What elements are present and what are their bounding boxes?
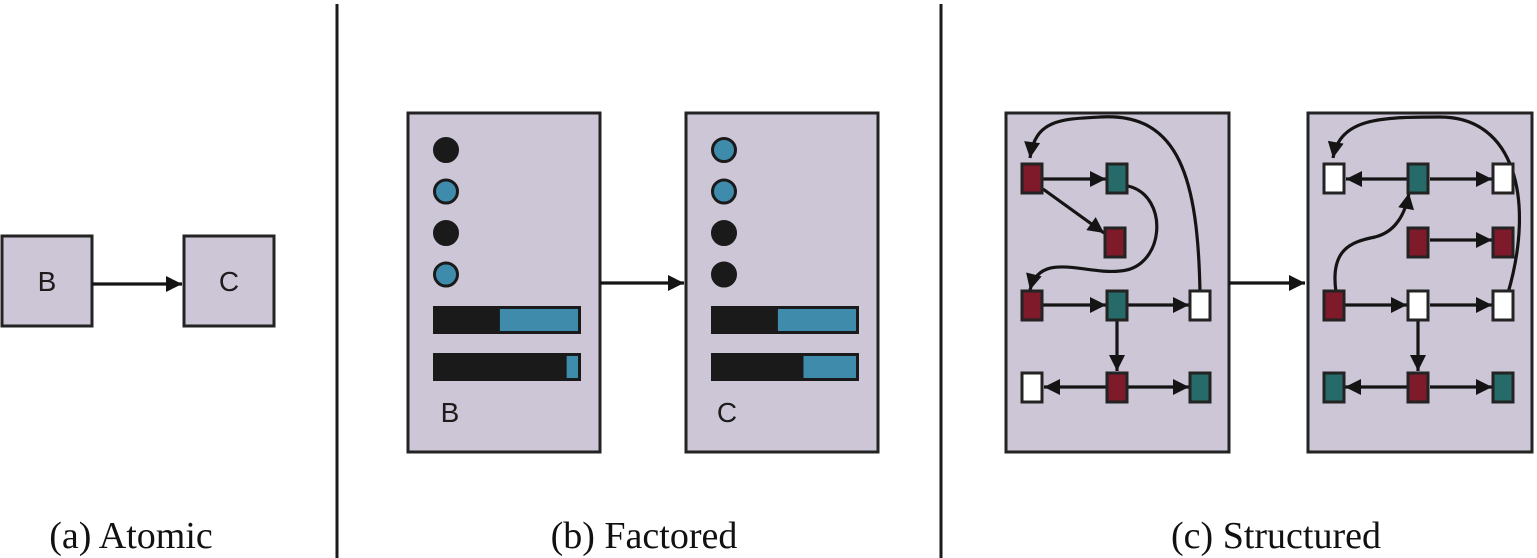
object-teal bbox=[1105, 162, 1129, 195]
object-red bbox=[1020, 162, 1044, 195]
boolean-variable-false bbox=[711, 261, 737, 288]
object-white bbox=[1188, 289, 1212, 322]
factored-state-c-label: C bbox=[717, 397, 737, 428]
structured-right-objects bbox=[1322, 162, 1515, 404]
relation-edge bbox=[1024, 115, 1202, 294]
relation-edge bbox=[1026, 184, 1159, 291]
atomic-state-b bbox=[0, 234, 94, 328]
boolean-variable-true bbox=[711, 137, 737, 163]
object-teal bbox=[1105, 289, 1129, 322]
object-red bbox=[1103, 226, 1127, 259]
factored-state-b-label: B bbox=[441, 397, 460, 428]
numeric-variable-fill bbox=[499, 309, 578, 331]
object-white bbox=[1406, 289, 1430, 322]
object-red bbox=[1322, 289, 1346, 322]
factored-caption: (b) Factored bbox=[551, 515, 738, 557]
relation-edge bbox=[1042, 187, 1105, 235]
boolean-variable-true bbox=[711, 178, 737, 205]
object-red bbox=[1020, 289, 1044, 322]
object-teal bbox=[1491, 371, 1515, 404]
object-red bbox=[1491, 226, 1515, 259]
object-white bbox=[1491, 162, 1515, 195]
object-teal bbox=[1322, 371, 1346, 404]
factored-state-c-variables bbox=[711, 137, 859, 381]
structured-panel: (c) Structured bbox=[1004, 111, 1534, 557]
factored-state-b-variables bbox=[433, 137, 581, 381]
object-red bbox=[1105, 371, 1129, 404]
numeric-variable-bar bbox=[433, 353, 581, 381]
boolean-variable-false bbox=[433, 137, 459, 163]
boolean-variable-false bbox=[711, 220, 737, 246]
boolean-variable-false bbox=[433, 220, 459, 246]
structured-left-objects bbox=[1020, 162, 1212, 404]
object-teal bbox=[1406, 162, 1430, 195]
structured-left-edges bbox=[1024, 115, 1202, 395]
factored-panel: B C (b) Factored bbox=[406, 111, 880, 557]
boolean-variable-true bbox=[433, 261, 459, 288]
relation-edge bbox=[1327, 115, 1522, 294]
atomic-state-c bbox=[182, 234, 276, 328]
atomic-state-b-label: B bbox=[38, 266, 57, 297]
object-teal bbox=[1188, 371, 1212, 404]
boolean-variable-true bbox=[433, 178, 459, 205]
structured-caption: (c) Structured bbox=[1171, 515, 1381, 557]
atomic-caption: (a) Atomic bbox=[49, 515, 213, 557]
numeric-variable-fill bbox=[566, 356, 578, 378]
atomic-panel: B C (a) Atomic bbox=[0, 234, 276, 557]
object-white bbox=[1020, 371, 1044, 404]
object-white bbox=[1322, 162, 1346, 195]
numeric-variable-fill bbox=[803, 356, 856, 378]
structured-right-edges bbox=[1327, 115, 1522, 395]
object-red bbox=[1406, 371, 1430, 404]
numeric-variable-fill bbox=[777, 309, 856, 331]
relation-edge bbox=[1333, 192, 1415, 293]
atomic-state-c-label: C bbox=[219, 266, 239, 297]
object-red bbox=[1406, 226, 1430, 259]
object-white bbox=[1491, 289, 1515, 322]
